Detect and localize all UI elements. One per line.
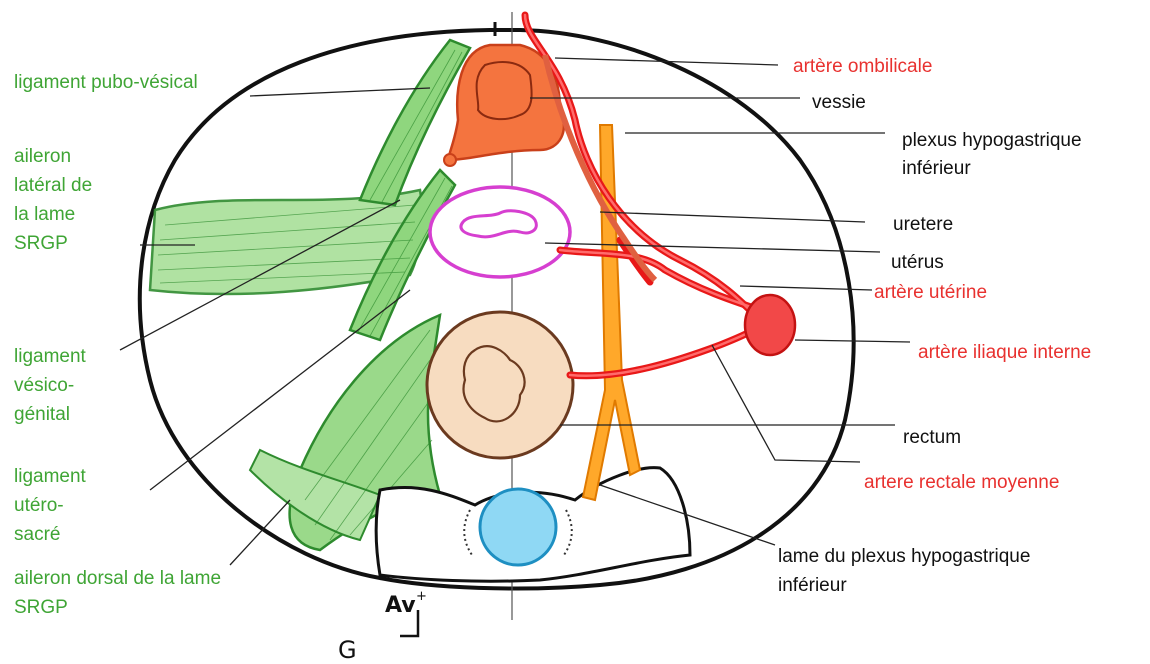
orientation-mark: Av + G	[338, 589, 427, 664]
orientation-anterior: Av	[385, 593, 416, 618]
labels-right: artère ombilicale vessie plexus hypogast…	[778, 56, 1091, 596]
label-uterus: utérus	[891, 252, 944, 273]
label-aileron-dorsal: aileron dorsal de la lame SRGP	[14, 568, 226, 618]
label-ligament-utero-sacre: ligament utéro- sacré	[14, 466, 91, 545]
label-ligament-vesico-genital: ligament vésico- génital	[14, 346, 91, 425]
arteries	[525, 15, 760, 376]
label-artere-iliaque-interne: artère iliaque interne	[918, 342, 1091, 363]
label-lame-plexus: lame du plexus hypogastrique inférieur	[778, 546, 1036, 596]
label-vessie: vessie	[812, 92, 866, 113]
arteries-inner	[525, 15, 760, 376]
uterus	[430, 187, 570, 277]
label-artere-ombilicale: artère ombilicale	[793, 56, 932, 77]
orientation-left: G	[338, 636, 357, 664]
label-uretere: uretere	[893, 214, 953, 235]
orientation-plus: +	[416, 589, 427, 604]
rectum	[427, 312, 573, 458]
label-rectum: rectum	[903, 427, 961, 448]
label-aileron-lateral: aileron latéral de la lame SRGP	[14, 146, 97, 254]
label-ligament-pubo-vesical: ligament pubo-vésical	[14, 72, 198, 93]
label-plexus-hypogastrique-inferieur: plexus hypogastrique inférieur	[902, 130, 1087, 179]
labels-left: ligament pubo-vésical aileron latéral de…	[14, 72, 226, 618]
internal-iliac-artery	[745, 295, 795, 355]
label-artere-uterine: artère utérine	[874, 282, 987, 303]
label-artere-rectale-moyenne: artere rectale moyenne	[864, 472, 1059, 493]
